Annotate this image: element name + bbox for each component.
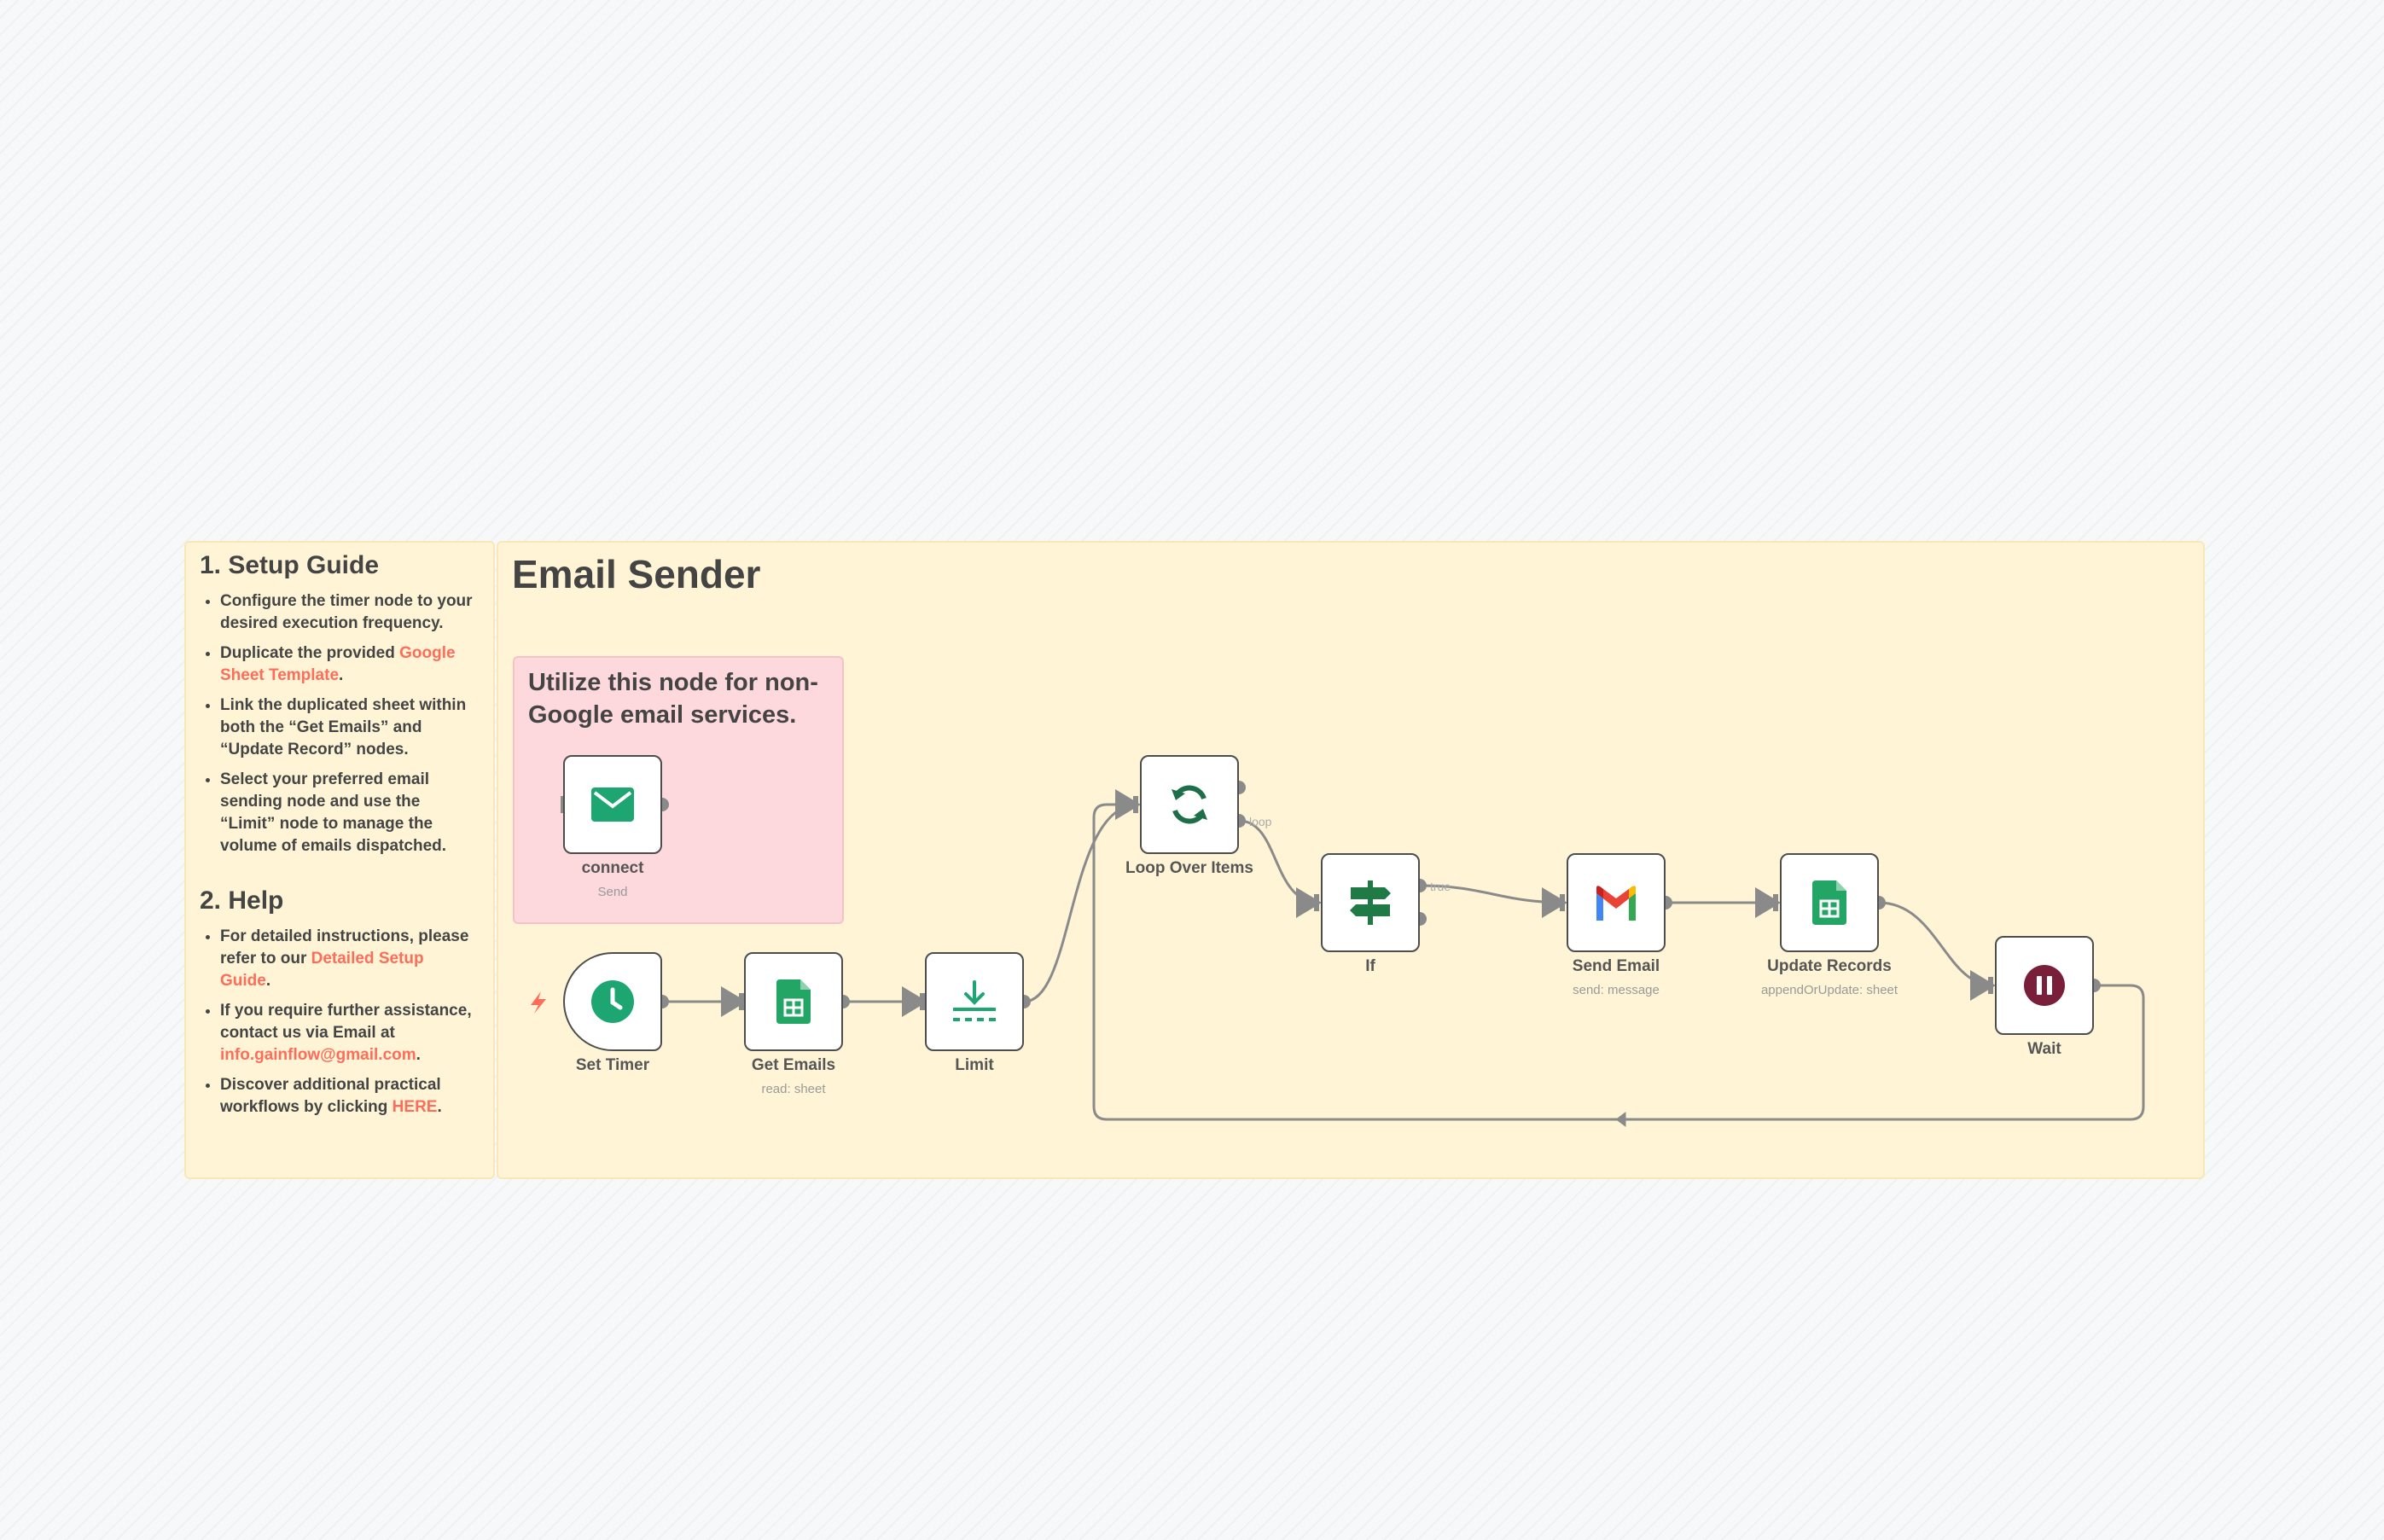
edge-limit-to-loop <box>1023 789 1141 1003</box>
node-loop-label: Loop Over Items <box>1125 859 1253 877</box>
gmail-icon <box>1596 886 1636 921</box>
setup-step-3: Link the duplicated sheet within both th… <box>220 694 478 761</box>
node-connect[interactable] <box>563 755 662 854</box>
setup-step-4: Select your preferred email sending node… <box>220 769 478 857</box>
help-item-1: For detailed instructions, please refer … <box>220 926 478 992</box>
edge-return-arrow <box>1615 1112 1626 1127</box>
node-wait-label: Wait <box>2027 1040 2061 1058</box>
setup-step-1: Configure the timer node to your desired… <box>220 590 478 635</box>
envelope-icon <box>591 787 634 822</box>
limit-icon <box>953 980 996 1021</box>
google-sheets-icon <box>776 979 811 1024</box>
alt-email-note-text: Utilize this node for non-Google email s… <box>528 669 818 729</box>
node-update-records-label: Update Records <box>1767 957 1892 975</box>
node-get-emails-subtitle: read: sheet <box>761 1082 826 1096</box>
loop-icon <box>1172 785 1207 824</box>
node-update-records[interactable] <box>1780 853 1879 952</box>
node-get-emails[interactable] <box>744 952 843 1051</box>
more-workflows-link[interactable]: HERE <box>392 1098 438 1116</box>
help-item-3: Discover additional practical workflows … <box>220 1074 478 1119</box>
setup-guide-title: 1. Setup Guide <box>200 551 380 579</box>
edge-if-to-sendemail <box>1419 884 1567 918</box>
signpost-icon <box>1350 880 1391 925</box>
edge-loop-to-if <box>1238 819 1322 918</box>
node-send-email[interactable] <box>1567 853 1666 952</box>
help-list: For detailed instructions, please refer … <box>200 926 478 1119</box>
node-set-timer-label: Set Timer <box>575 1056 650 1074</box>
node-get-emails-label: Get Emails <box>751 1056 836 1074</box>
node-if-label: If <box>1365 957 1375 975</box>
edge-update-to-wait <box>1878 901 1996 1001</box>
support-email-link[interactable]: info.gainflow@gmail.com <box>220 1046 416 1064</box>
node-connect-subtitle: Send <box>597 885 628 899</box>
node-loop-over-items[interactable] <box>1140 755 1239 854</box>
setup-guide-list: Configure the timer node to your desired… <box>200 590 478 857</box>
workflow-title: Email Sender <box>512 552 761 596</box>
google-sheets-icon <box>1812 880 1846 925</box>
pause-icon <box>2024 965 2065 1006</box>
node-if[interactable] <box>1321 853 1420 952</box>
edge-label-loop: loop <box>1249 815 1272 828</box>
node-send-email-label: Send Email <box>1572 957 1660 975</box>
help-title: 2. Help <box>200 886 284 915</box>
node-limit[interactable] <box>925 952 1024 1051</box>
google-sheet-template-link[interactable]: Google Sheet Template <box>220 644 456 684</box>
edge-label-true: true <box>1430 880 1451 893</box>
help-item-2: If you require further assistance, conta… <box>220 1000 478 1066</box>
clock-icon <box>591 980 634 1023</box>
node-wait[interactable] <box>1995 936 2094 1035</box>
setup-step-2: Duplicate the provided Google Sheet Temp… <box>220 642 478 687</box>
node-limit-label: Limit <box>955 1056 994 1074</box>
trigger-bolt-icon <box>531 991 546 1014</box>
node-send-email-subtitle: send: message <box>1573 983 1660 997</box>
node-set-timer[interactable] <box>563 952 662 1051</box>
node-connect-label: connect <box>581 859 644 877</box>
detailed-setup-guide-link[interactable]: Detailed Setup Guide <box>220 950 424 990</box>
node-update-records-subtitle: appendOrUpdate: sheet <box>1760 983 1898 997</box>
setup-guide-note[interactable]: 1. Setup Guide Configure the timer node … <box>184 541 495 1179</box>
